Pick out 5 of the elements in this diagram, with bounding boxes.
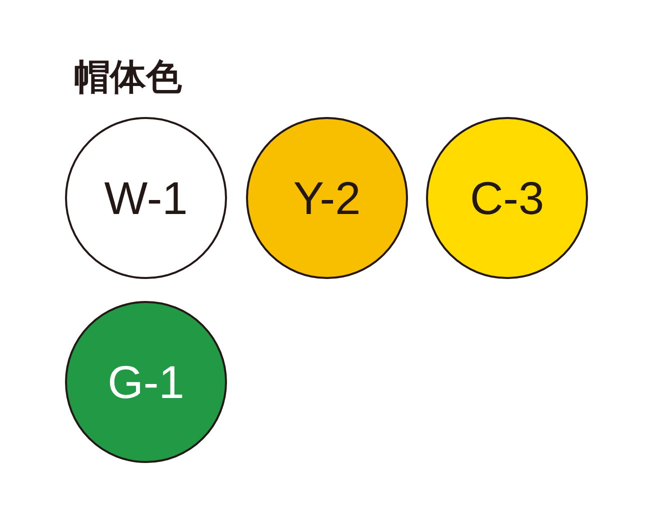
color-code: G-1 — [108, 359, 184, 405]
heading: 帽体色 — [74, 60, 182, 96]
color-code: Y-2 — [293, 175, 361, 221]
color-code: C-3 — [470, 175, 544, 221]
color-code: W-1 — [104, 175, 188, 221]
